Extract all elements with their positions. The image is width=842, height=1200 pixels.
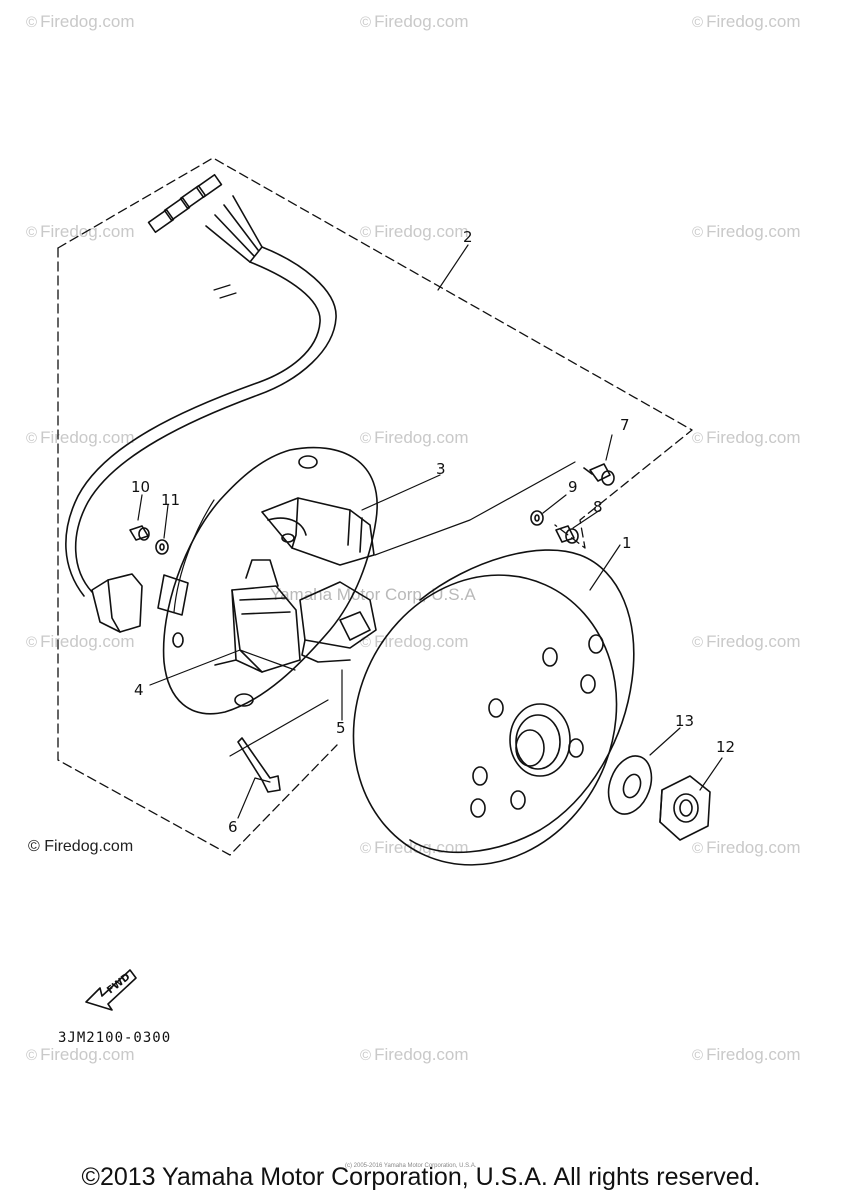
watermark: ©Firedog.com (26, 12, 135, 31)
screw-8 (555, 525, 579, 544)
callout-3: 3 (436, 460, 446, 478)
plate-washer (607, 755, 653, 815)
screw-10 (129, 525, 150, 541)
diagram-code: 3JM2100-0300 (58, 1030, 172, 1046)
callout-11: 11 (161, 491, 181, 509)
callout-8: 8 (593, 498, 603, 516)
watermark: ©Firedog.com (692, 838, 801, 857)
callout-leaders (137, 244, 723, 819)
brand-watermark: © Firedog.com (28, 838, 134, 855)
watermark: ©Firedog.com (26, 632, 135, 651)
fwd-arrow-icon (85, 969, 137, 1011)
screw-7 (583, 463, 615, 486)
callout-7: 7 (620, 416, 630, 434)
flywheel-rotor (352, 549, 635, 866)
callout-10: 10 (131, 478, 151, 496)
flange-nut (659, 775, 711, 841)
watermark: ©Firedog.com (692, 222, 801, 241)
watermark: ©Firedog.com (692, 12, 801, 31)
washer-9 (530, 510, 544, 526)
watermark: ©Firedog.com (360, 428, 469, 447)
callout-13: 13 (675, 712, 695, 730)
tiny-copyright-note: (c) 2005-2016 Yamaha Motor Corporation, … (345, 1163, 477, 1169)
watermark: ©Firedog.com (692, 1045, 801, 1064)
callout-5: 5 (336, 719, 346, 737)
callout-1: 1 (622, 534, 632, 552)
callout-4: 4 (134, 681, 144, 699)
pickup-coil (261, 497, 375, 566)
copyright-footer: ©2013 Yamaha Motor Corporation, U.S.A. A… (81, 1163, 761, 1191)
callout-12: 12 (716, 738, 736, 756)
washer-11 (155, 539, 169, 555)
wire-harness (65, 173, 337, 633)
watermark: ©Firedog.com (692, 632, 801, 651)
stator-plate (157, 446, 378, 715)
callout-9: 9 (568, 478, 578, 496)
watermark: ©Firedog.com (26, 428, 135, 447)
stator-assembly-boundary (57, 157, 693, 856)
watermark: ©Firedog.com (26, 1045, 135, 1064)
watermark: ©Firedog.com (692, 428, 801, 447)
callout-2: 2 (463, 228, 473, 246)
screw-6 (237, 737, 281, 793)
callout-6: 6 (228, 818, 238, 836)
watermark: ©Firedog.com (360, 632, 469, 651)
charging-coil (214, 559, 301, 673)
watermark: ©Firedog.com (360, 1045, 469, 1064)
watermark: ©Firedog.com (360, 12, 469, 31)
watermark: ©Firedog.com (360, 222, 469, 241)
source-coil (299, 581, 377, 663)
